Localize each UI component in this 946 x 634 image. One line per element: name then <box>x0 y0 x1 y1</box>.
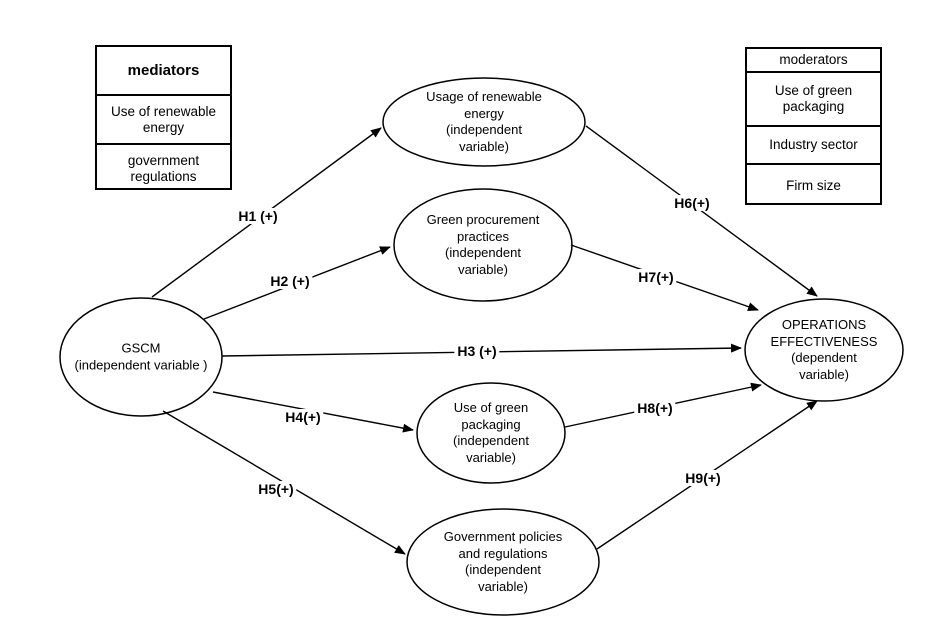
node-green-procurement: Green procurement practices (independent… <box>427 212 540 278</box>
hypothesis-label-h9: H9(+) <box>682 470 724 486</box>
moderators-box-item-firm-size: Firm size <box>747 163 880 207</box>
node-label-line: (dependent <box>791 350 857 365</box>
node-label-line: variable) <box>478 578 528 594</box>
hypothesis-label-h3: H3 (+) <box>454 343 500 359</box>
mediators-box: mediators Use of renewable energy govern… <box>95 45 232 190</box>
node-label-line: variable) <box>799 366 849 382</box>
moderators-box: moderators Use of green packaging Indust… <box>745 47 882 205</box>
node-operations-effectiveness: OPERATIONS EFFECTIVENESS (dependent vari… <box>771 317 878 383</box>
node-label-line: Government policies <box>443 529 563 544</box>
node-green-packaging: Use of green packaging (independent vari… <box>453 400 529 466</box>
moderators-box-item-industry-sector: Industry sector <box>747 125 880 163</box>
node-label-line: GSCM <box>121 340 161 356</box>
ellipse-green-packaging <box>416 382 566 484</box>
ellipse-gov-policies <box>406 508 600 616</box>
node-label-line: variable) <box>466 449 516 465</box>
mediators-box-item-government-regulations: government regulations <box>97 143 230 192</box>
ellipse-gscm <box>59 297 223 417</box>
hypothesis-label-h5: H5(+) <box>255 481 297 497</box>
hypothesis-label-h4: H4(+) <box>282 409 324 425</box>
node-label-line: (independent <box>465 562 541 577</box>
moderators-box-title: moderators <box>779 52 848 67</box>
mediators-box-title: mediators <box>127 61 200 79</box>
node-label-line: packaging <box>461 416 521 432</box>
hypothesis-label-h2: H2 (+) <box>267 273 313 289</box>
node-label-line: Green procurement <box>426 212 540 227</box>
node-label-line: OPERATIONS <box>781 317 867 332</box>
hypothesis-label-h8: H8(+) <box>634 400 676 416</box>
hypothesis-label-h7: H7(+) <box>635 269 677 285</box>
node-gscm: GSCM (independent variable ) <box>75 341 208 374</box>
node-usage-renewable-energy: Usage of renewable energy (independent v… <box>426 89 542 155</box>
moderators-box-item-green-packaging: Use of green packaging <box>747 71 880 125</box>
node-label-line: (independent <box>446 122 522 137</box>
node-label-line: Use of green <box>453 400 529 415</box>
arrow-h6 <box>585 125 818 297</box>
node-gov-policies: Government policies and regulations (ind… <box>444 529 563 595</box>
node-label-line: and regulations <box>458 545 548 561</box>
node-label-line: (independent <box>445 245 521 260</box>
node-label-line: EFFECTIVENESS <box>770 333 878 349</box>
node-label-line: Usage of renewable <box>426 89 542 104</box>
node-label-line: variable) <box>458 261 508 277</box>
node-label-line: (independent <box>453 433 529 448</box>
node-label-line: practices <box>456 228 510 244</box>
mediators-box-item-renewable-energy: Use of renewable energy <box>97 94 230 143</box>
ellipse-usage-renewable-energy <box>382 77 586 167</box>
ellipse-operations-effectiveness <box>744 298 904 402</box>
hypothesis-label-h6: H6(+) <box>671 195 713 211</box>
node-label-line: (independent variable ) <box>74 357 208 372</box>
node-label-line: energy <box>464 105 504 121</box>
hypothesis-label-h1: H1 (+) <box>235 208 281 224</box>
node-label-line: variable) <box>459 138 509 154</box>
